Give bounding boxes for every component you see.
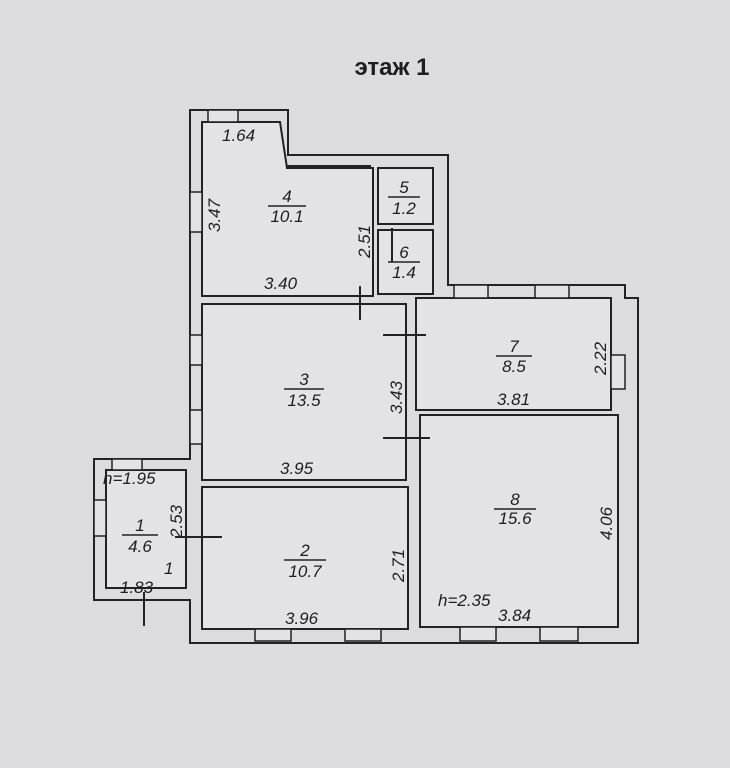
window — [93, 499, 107, 537]
dim-r3-bottom: 3.95 — [280, 459, 314, 478]
dim-r1-right: 2.53 — [167, 504, 186, 539]
window — [254, 628, 292, 642]
height-r8: h=2.35 — [438, 591, 491, 610]
floor-title: этаж 1 — [354, 54, 429, 81]
svg-text:10.7: 10.7 — [288, 562, 322, 581]
window — [534, 284, 570, 299]
room-label-3: 3 13.5 — [284, 370, 324, 410]
room-label-2: 2 10.7 — [284, 541, 326, 581]
room-8 — [419, 414, 619, 628]
window — [539, 626, 579, 642]
svg-text:5: 5 — [399, 178, 409, 197]
svg-text:8.5: 8.5 — [502, 357, 526, 376]
dim-r7-right: 2.22 — [591, 341, 610, 376]
room-5 — [377, 167, 434, 225]
dim-r1-bottom: 1.83 — [120, 578, 154, 597]
room-4 — [201, 121, 374, 297]
window — [189, 409, 203, 445]
svg-text:4.6: 4.6 — [128, 537, 152, 556]
svg-text:7: 7 — [509, 337, 519, 356]
dim-r8-bottom: 3.84 — [498, 606, 531, 625]
room-label-1: 1 4.6 — [122, 516, 158, 556]
room-7 — [415, 297, 612, 411]
dim-r4-left: 3.47 — [205, 198, 224, 232]
dim-r2-right: 2.71 — [389, 549, 408, 583]
dim-r8-right: 4.06 — [597, 506, 616, 540]
dim-r4-top: 1.64 — [222, 126, 255, 145]
room-label-4: 4 10.1 — [268, 187, 306, 226]
dim-r3-right: 3.43 — [387, 380, 406, 414]
window — [453, 284, 489, 299]
svg-text:8: 8 — [510, 490, 520, 509]
room-label-7: 7 8.5 — [496, 337, 532, 376]
window — [111, 458, 143, 471]
height-r1: h=1.95 — [103, 469, 156, 488]
svg-text:6: 6 — [399, 243, 409, 262]
dimensions: 1.64 3.47 3.40 2.51 3.43 3.95 2.22 3.81 … — [103, 126, 616, 628]
room-label-5: 5 1.2 — [388, 178, 420, 218]
window — [207, 109, 239, 123]
dim-r4-bottom: 3.40 — [264, 274, 298, 293]
window — [189, 191, 203, 233]
svg-text:1: 1 — [135, 516, 144, 535]
window — [189, 334, 203, 366]
room-label-8: 8 15.6 — [494, 490, 536, 528]
window — [459, 626, 497, 642]
svg-text:3: 3 — [299, 370, 309, 389]
room-2 — [201, 486, 409, 630]
window — [610, 354, 626, 390]
svg-text:1.2: 1.2 — [392, 199, 416, 218]
svg-text:1.4: 1.4 — [392, 263, 416, 282]
windows — [93, 109, 626, 642]
doors — [143, 228, 430, 626]
svg-text:2: 2 — [299, 541, 310, 560]
dim-r4-right: 2.51 — [355, 225, 374, 259]
dim-r1-inner: 1 — [164, 559, 173, 578]
svg-text:4: 4 — [282, 187, 291, 206]
room-3 — [201, 303, 407, 481]
dim-r7-bottom: 3.81 — [497, 390, 530, 409]
room-label-6: 6 1.4 — [388, 243, 420, 282]
dim-r2-bottom: 3.96 — [285, 609, 319, 628]
svg-text:15.6: 15.6 — [498, 509, 532, 528]
svg-text:10.1: 10.1 — [270, 207, 303, 226]
svg-text:13.5: 13.5 — [287, 391, 321, 410]
window — [344, 628, 382, 642]
